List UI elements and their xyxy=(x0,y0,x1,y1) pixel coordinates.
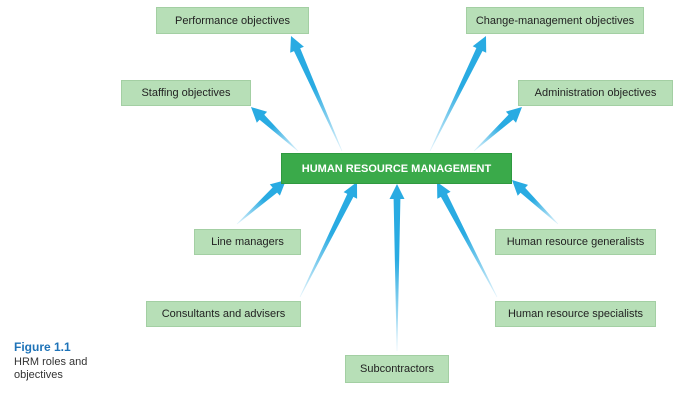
figure-caption: HRM roles and objectives xyxy=(14,356,88,381)
hr-specialists-box: Human resource specialists xyxy=(495,301,656,327)
staffing-objectives-box: Staffing objectives xyxy=(121,80,251,106)
hrm-center-box: HUMAN RESOURCE MANAGEMENT xyxy=(281,153,512,184)
administration-objectives-box: Administration objectives xyxy=(518,80,673,106)
line-managers-box: Line managers xyxy=(194,229,301,255)
arrow-to-administration xyxy=(473,107,522,152)
arrow-from-hr-generalists xyxy=(512,180,559,225)
change-management-objectives-box: Change-management objectives xyxy=(466,7,644,34)
arrow-to-staffing xyxy=(251,107,299,152)
hr-generalists-box: Human resource generalists xyxy=(495,229,656,255)
arrow-from-line-managers xyxy=(236,180,286,225)
consultants-advisers-box: Consultants and advisers xyxy=(146,301,301,327)
arrow-from-hr-specialists xyxy=(437,182,498,298)
figure-label: Figure 1.1 xyxy=(14,340,71,354)
arrow-to-change-management xyxy=(429,36,487,152)
performance-objectives-box: Performance objectives xyxy=(156,7,309,34)
arrow-from-consultants xyxy=(299,182,358,298)
subcontractors-box: Subcontractors xyxy=(345,355,449,383)
arrow-from-subcontractors xyxy=(389,184,405,351)
arrow-to-performance xyxy=(290,36,343,152)
